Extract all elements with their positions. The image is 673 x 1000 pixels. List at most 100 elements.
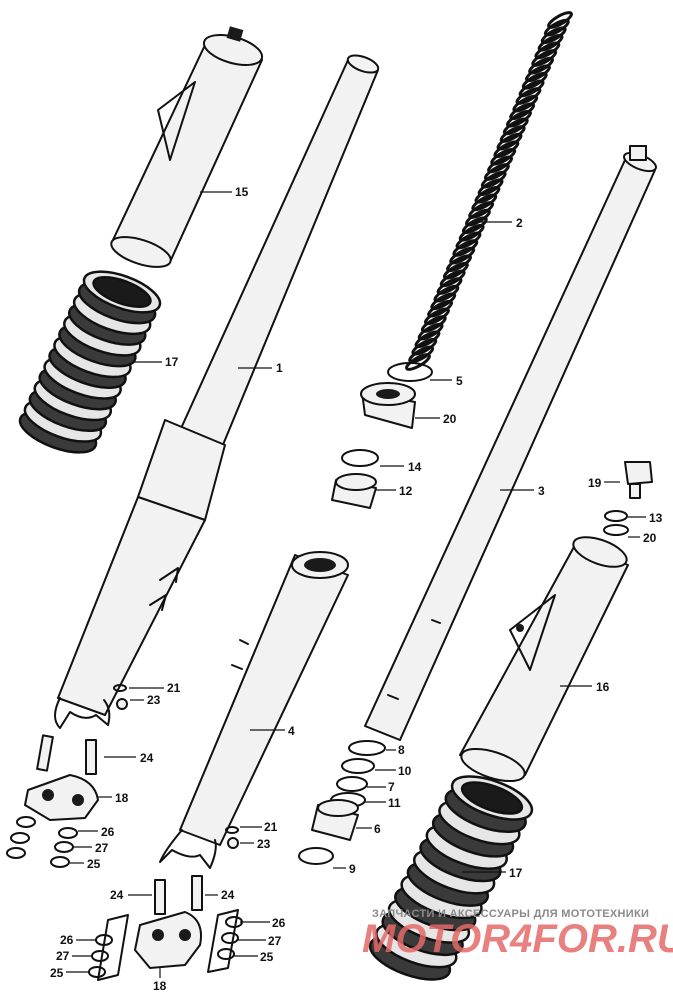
callout-8: 8 — [398, 743, 405, 757]
callout-6: 6 — [374, 822, 381, 836]
callout-labels: 15 17 1 2 5 20 14 12 3 19 13 20 16 4 24 … — [50, 185, 663, 993]
spring-coil — [420, 315, 447, 333]
spring-coil — [452, 239, 479, 257]
callout-11: 11 — [388, 796, 401, 810]
callout-18-centre: 18 — [153, 979, 167, 993]
spring-coil — [458, 223, 485, 242]
spring-coil — [411, 337, 438, 356]
spring-coil — [502, 117, 529, 136]
spring-coil — [436, 277, 463, 295]
spring-coil — [433, 284, 460, 303]
part-21-23-screw-left — [113, 684, 128, 710]
callout-2: 2 — [516, 216, 523, 230]
callout-17-right: 17 — [509, 866, 523, 880]
part-9-o-ring — [298, 847, 334, 865]
part-2-fork-spring — [405, 11, 573, 371]
spring-coil — [405, 353, 431, 371]
callout-15: 15 — [235, 185, 249, 199]
spring-coil — [455, 231, 482, 250]
callout-25-centre: 25 — [50, 966, 64, 980]
callout-20: 20 — [643, 531, 657, 545]
callout-12: 12 — [399, 484, 413, 498]
spring-coil — [446, 254, 472, 273]
callout-23-centre: 23 — [257, 837, 271, 851]
callout-24-left: 24 — [140, 751, 154, 765]
spring-coil — [471, 193, 498, 212]
spring-coil — [474, 185, 501, 204]
callout-10: 10 — [398, 764, 412, 778]
spring-coil — [493, 140, 520, 159]
part-13-washer — [604, 510, 628, 522]
spring-coil — [524, 64, 551, 83]
part-20-washer — [603, 524, 629, 536]
spring-coil — [496, 132, 523, 151]
callout-17-left: 17 — [165, 355, 179, 369]
callout-24-right: 24 — [221, 888, 235, 902]
boot-opening — [460, 781, 524, 815]
spring-coil — [477, 178, 504, 197]
spring-coil — [414, 330, 441, 349]
spring-coil — [468, 201, 495, 219]
callout-5: 5 — [456, 374, 463, 388]
part-16-fork-cover-right — [459, 536, 629, 783]
part-1-fork-leg-left — [54, 54, 380, 729]
spring-coil — [449, 246, 476, 265]
watermark-tagline: ЗАПЧАСТИ И АКСЕССУАРЫ ДЛЯ МОТОТЕХНИКИ — [372, 908, 649, 920]
spring-coil — [534, 41, 561, 60]
watermark: ЗАПЧАСТИ И АКСЕССУАРЫ ДЛЯ МОТОТЕХНИКИ MO… — [362, 908, 673, 961]
spring-coil — [547, 11, 573, 29]
callout-25-left: 25 — [87, 857, 101, 871]
part-3-fork-tube-right — [364, 145, 657, 741]
spring-coil — [515, 87, 542, 105]
part-5-washer — [387, 362, 433, 382]
spring-coil — [439, 269, 466, 288]
callout-22: 20 — [443, 412, 457, 426]
spring-coil — [499, 125, 526, 143]
spring-coil — [509, 102, 536, 121]
callout-14: 14 — [408, 460, 422, 474]
watermark-brand: MOTOR4FOR.RU — [362, 917, 673, 961]
spring-coil — [423, 307, 450, 326]
callout-7: 7 — [388, 780, 395, 794]
part-7-clip — [336, 776, 368, 792]
callout-27-right: 27 — [268, 934, 282, 948]
callout-9: 9 — [349, 862, 356, 876]
spring-coil — [512, 94, 539, 113]
callout-24-centre: 24 — [110, 888, 124, 902]
callout-18-left: 18 — [115, 791, 129, 805]
callout-21-centre: 21 — [264, 820, 278, 834]
callout-16: 16 — [596, 680, 610, 694]
callout-26-left: 26 — [101, 825, 115, 839]
leader-lines — [66, 191, 646, 978]
callout-19: 19 — [588, 476, 602, 490]
spring-coil — [506, 109, 532, 128]
spring-coil — [487, 155, 513, 174]
part-22-spring-seat — [360, 382, 416, 429]
spring-coil — [490, 147, 517, 166]
callout-26-right: 26 — [272, 916, 286, 930]
spring-coil — [417, 322, 444, 341]
part-4-outer-slider — [159, 551, 349, 869]
spring-coil — [408, 345, 435, 364]
boot-opening — [92, 276, 152, 308]
callout-3: 3 — [538, 484, 545, 498]
part-19-bolt — [624, 461, 653, 499]
spring-coil — [480, 170, 507, 189]
spring-coil — [531, 49, 558, 67]
callout-27-centre: 27 — [56, 949, 70, 963]
spring-coil — [521, 71, 548, 90]
callout-27-left: 27 — [95, 841, 109, 855]
part-10-ring — [341, 758, 375, 774]
part-18-axle-holder-left — [24, 774, 99, 821]
spring-coil — [430, 292, 457, 311]
spring-coil — [483, 163, 510, 181]
part-21-23-screw-centre — [225, 826, 239, 849]
spring-coil — [540, 26, 567, 45]
spring-coil — [461, 216, 488, 235]
part-12-bush — [331, 473, 377, 509]
part-15-fork-cover — [110, 26, 264, 268]
spring-coil — [442, 261, 469, 280]
spring-coil — [518, 79, 545, 98]
part-17-rubber-boot-left — [18, 270, 162, 454]
